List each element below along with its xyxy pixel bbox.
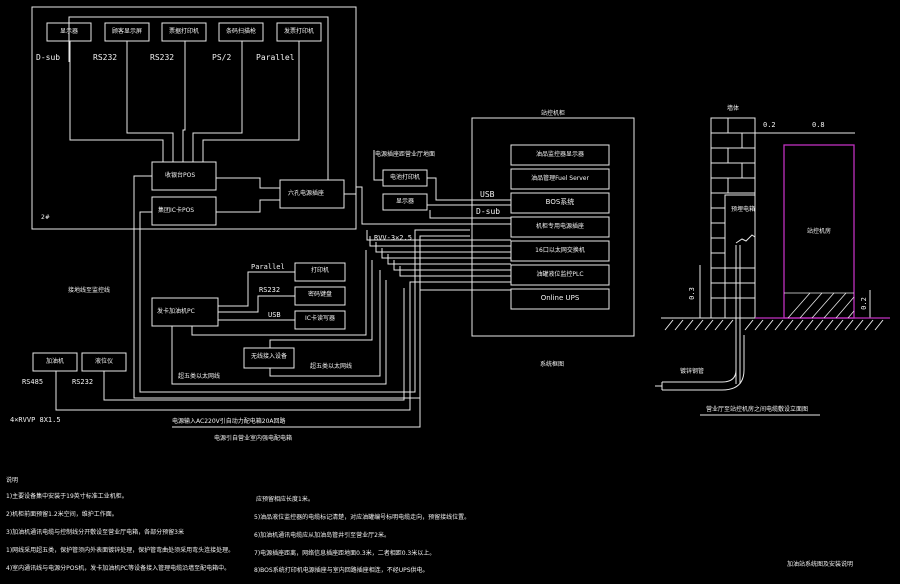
embedded-box-label: 预埋电箱 [731, 206, 756, 213]
wireless-label: 无线接入设备 [250, 353, 288, 360]
pos-ic-box [151, 196, 217, 226]
dsub-label: D-sub [476, 207, 501, 216]
usb-label-2: USB [268, 311, 281, 319]
note-item: 2)机柜前面预留1.2米空间，维护工作面。 [6, 511, 118, 518]
keyboard-label: 密码键盘 [307, 291, 333, 298]
rs232-label: RS232 [259, 286, 281, 294]
pipe-label: 镀锌钢管 [680, 368, 705, 375]
eth-label-2: 超五类以太网线 [310, 363, 353, 370]
socket-label: 六孔电源插座 [288, 190, 325, 197]
rs232-field-label: RS232 [72, 378, 94, 386]
room-outline [755, 144, 890, 319]
power-note-2: 电源引自营业室内强电配电箱 [214, 435, 293, 442]
pos-ic-label: 集团IC卡POS [158, 207, 195, 214]
note-item: 4)室内通讯线与电源分POS机，发卡加油机PC等设备接入管理电缆沿墙至配电箱中。 [6, 565, 231, 572]
note-item: 1)网线采用超五类，保护管须内外表面镀锌处理，保护管弯曲处须采用弯头连接处理。 [6, 547, 235, 554]
rack-title: 站控机柜 [540, 110, 566, 117]
peripheral-monitor: 显示器 [59, 28, 79, 35]
pos-main-label: 收银台POS [165, 172, 196, 179]
note-item: 应预留相应长度1米。 [256, 496, 314, 503]
iface-rs232-1: RS232 [93, 53, 118, 62]
iface-dsub: D-sub [36, 53, 61, 62]
ground-wire-label: 接地线至监控线 [68, 287, 111, 294]
peripheral-receipt-printer: 票据打印机 [168, 28, 200, 35]
battery-printer-label: 电池打印机 [389, 174, 421, 181]
rack-caption: 系统框图 [539, 361, 565, 368]
peripheral-box [218, 22, 264, 42]
rack-item: BOS系统 [545, 198, 575, 206]
tank-gauge-label: 液位仪 [94, 358, 114, 365]
note-item: 3)加油机通讯电缆与控制线分开敷设至营业厅电箱，各部分预留3米 [6, 529, 184, 536]
dim-0-2b: 0.2 [859, 297, 868, 310]
rack-item: Online UPS [540, 294, 580, 302]
rack-item: 油品管理Fuel Server [531, 175, 589, 182]
pc-label: 发卡加油机PC [157, 308, 195, 315]
usb-label: USB [480, 190, 495, 199]
cable-label: 4×RVVP 8X1.5 [10, 416, 61, 424]
notes-title: 说明 [6, 477, 19, 484]
wall-label: 墙体 [726, 105, 740, 112]
rack-frame [471, 117, 635, 337]
iface-rs232-2: RS232 [150, 53, 175, 62]
rack-item: 油品监控器显示器 [535, 151, 585, 158]
rack-item: 油罐液位监控PLC [536, 271, 584, 278]
peripheral-customer-display: 顾客显示屏 [111, 28, 143, 35]
dispenser-label: 加油机 [45, 358, 65, 365]
iface-ps2: PS/2 [212, 53, 232, 62]
peripheral-barcode-scanner: 条码扫描枪 [225, 28, 257, 35]
iface-parallel: Parallel [256, 53, 295, 62]
note-item: 5)油品液位监控器的电缆标记清楚，对应油罐编号标明电缆走向，预留接线位置。 [254, 514, 471, 521]
rs485-label: RS485 [22, 378, 44, 386]
control-room-label: 站控机房 [806, 228, 832, 235]
peripheral-invoice-printer: 发票打印机 [283, 28, 315, 35]
left-cabinet-frame [31, 6, 357, 230]
dim-0-8: 0.8 [812, 121, 825, 129]
section-caption: 营业厅至站控机房之间电缆敷设立面图 [706, 406, 809, 413]
note-item: 6)加油机通讯电缆应从加油岛管井引至营业厅2米。 [254, 532, 390, 539]
room-label: 2# [41, 214, 50, 221]
monitor-label: 显示器 [395, 198, 415, 205]
rack-item: 机柜专用电源插座 [535, 223, 585, 230]
note-item: 7)电源插座距离，网络信息插座距地面0.3米，二者相距0.3米以上。 [254, 550, 436, 557]
socket-note: 电源插座距营业厅地面 [375, 151, 436, 158]
note-item: 8)BOS系统打印机电源插座与室内回路插座相连，不经UPS供电。 [254, 567, 429, 574]
printer-label: 打印机 [310, 267, 330, 274]
rvv-label: RVV-3×2.5 [374, 234, 412, 242]
eth-label-1: 超五类以太网线 [178, 373, 221, 380]
power-note: 电源输入AC220V引自动力配电箱20A回路 [172, 418, 286, 425]
dim-0-3: 0.3 [687, 287, 696, 300]
ic-reader-label: IC卡读写器 [305, 315, 335, 322]
note-item: 1)主要设备集中安装于19英寸标准工业机柜。 [6, 493, 128, 500]
peripheral-box [46, 22, 92, 42]
dim-0-2: 0.2 [763, 121, 776, 129]
parallel-label: Parallel [251, 263, 285, 271]
rack-item: 16口以太网交换机 [535, 247, 585, 254]
drawing-title: 加油站系统图及安装说明 [787, 561, 854, 568]
peripheral-box [161, 22, 207, 42]
